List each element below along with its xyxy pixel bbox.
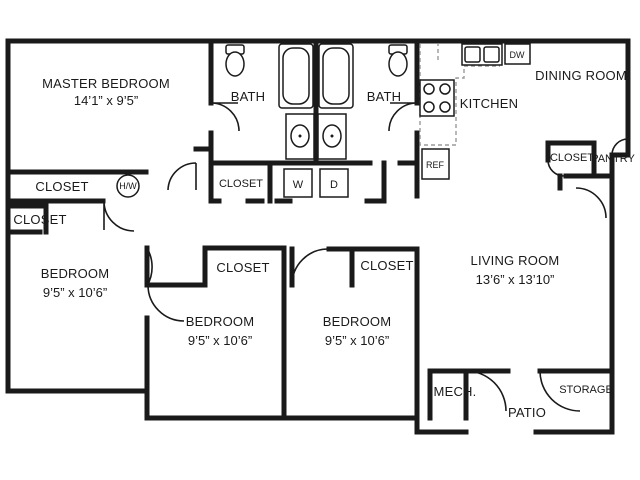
pantry-name: PANTRY [591,153,635,165]
laundry-fixtures: W D [283,168,349,198]
washer-box [283,168,313,198]
washer-label: W [293,179,304,191]
stove-icon [419,79,455,117]
bath-left-name: BATH [231,89,266,104]
closet-bedroom-center-label: CLOSET [216,260,269,275]
kitchen-name: KITCHEN [460,96,518,111]
closet-dining-label: CLOSET [550,152,594,164]
dining-room-name: DINING ROOM [535,68,627,83]
closet-bedroom-left-label: CLOSET [13,212,66,227]
bath-right-name: BATH [367,89,402,104]
toilet-icon [388,44,408,77]
refrigerator-box [421,148,450,180]
bathroom-fixtures [225,43,408,160]
dishwasher-label: DW [510,50,525,60]
double-sink-icon [461,43,503,66]
master-bedroom-name: MASTER BEDROOM [42,76,170,91]
sink-icon [317,113,347,160]
bedroom-center-name: BEDROOM [186,314,255,329]
dryer-box [319,168,349,198]
water-heater-label: H/W [119,181,137,191]
living-room-size: 13’6” x 13’10” [476,272,555,287]
kitchen-fixtures: DW REF [419,43,531,180]
sink-icon [285,113,315,160]
bedroom-right-name: BEDROOM [323,314,392,329]
bedroom-right-size: 9’5” x 10’6” [325,333,389,348]
water-heater: H/W [116,174,140,198]
bathtub-icon [278,43,314,109]
bathtub-icon [318,43,354,109]
water-heater-icon [116,174,140,198]
bedroom-center-size: 9’5” x 10’6” [188,333,252,348]
mech-name: MECH. [434,384,477,399]
closet-master-label: CLOSET [35,179,88,194]
closet-labels: CLOSET CLOSET CLOSET CLOSET CLOSET CLOSE… [13,152,594,275]
master-bedroom-size: 14’1” x 9’5” [74,93,138,108]
dryer-label: D [330,179,338,191]
room-labels: MASTER BEDROOM 14’1” x 9’5” BATH BATH KI… [41,68,636,420]
closet-bedroom-right-label: CLOSET [360,258,413,273]
dishwasher-box [504,43,531,65]
bedroom-left-name: BEDROOM [41,266,110,281]
storage-name: STORAGE [559,384,613,396]
closet-hall-label: CLOSET [219,178,263,190]
door-swings [103,102,629,412]
refrigerator-label: REF [426,160,445,170]
living-room-name: LIVING ROOM [471,253,560,268]
toilet-icon [225,44,245,77]
patio-name: PATIO [508,405,546,420]
bedroom-left-size: 9’5” x 10’6” [43,285,107,300]
exterior-walls [5,38,631,435]
